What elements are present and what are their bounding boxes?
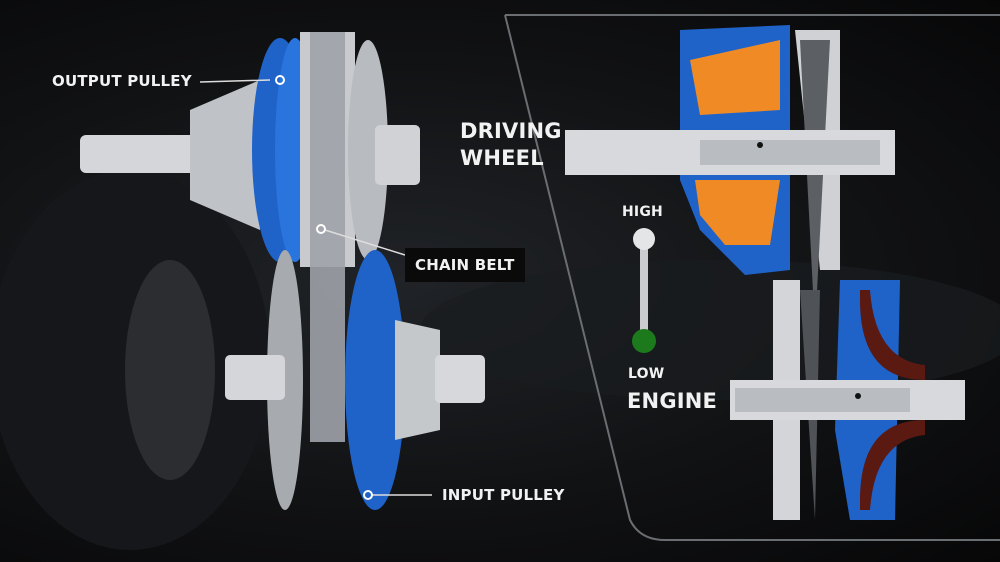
driving-wheel-label: DRIVING WHEEL	[460, 118, 562, 172]
driving-wheel-cross-section	[565, 25, 895, 330]
input-pulley-marker	[363, 490, 373, 500]
engine-cross-section	[730, 280, 965, 520]
driving-wheel-line2: WHEEL	[460, 146, 544, 170]
output-pulley-label: OUTPUT PULLEY	[52, 72, 192, 90]
chain-belt-marker	[316, 224, 326, 234]
high-marker	[633, 228, 655, 250]
input-pulley-label: INPUT PULLEY	[442, 486, 565, 504]
chain-belt-label: CHAIN BELT	[405, 248, 525, 282]
ratio-track	[640, 240, 648, 340]
low-marker-active	[632, 329, 656, 353]
chain-belt-graphic	[310, 32, 345, 442]
engine-label: ENGINE	[627, 389, 718, 413]
high-label: HIGH	[622, 204, 663, 220]
ratio-indicator	[632, 228, 656, 353]
output-pulley-marker	[275, 75, 285, 85]
low-label: LOW	[628, 366, 665, 382]
output-pulley-3d	[80, 32, 420, 442]
driving-wheel-line1: DRIVING	[460, 119, 562, 143]
panel-outline	[504, 14, 1000, 541]
input-pulley-3d	[125, 250, 485, 510]
